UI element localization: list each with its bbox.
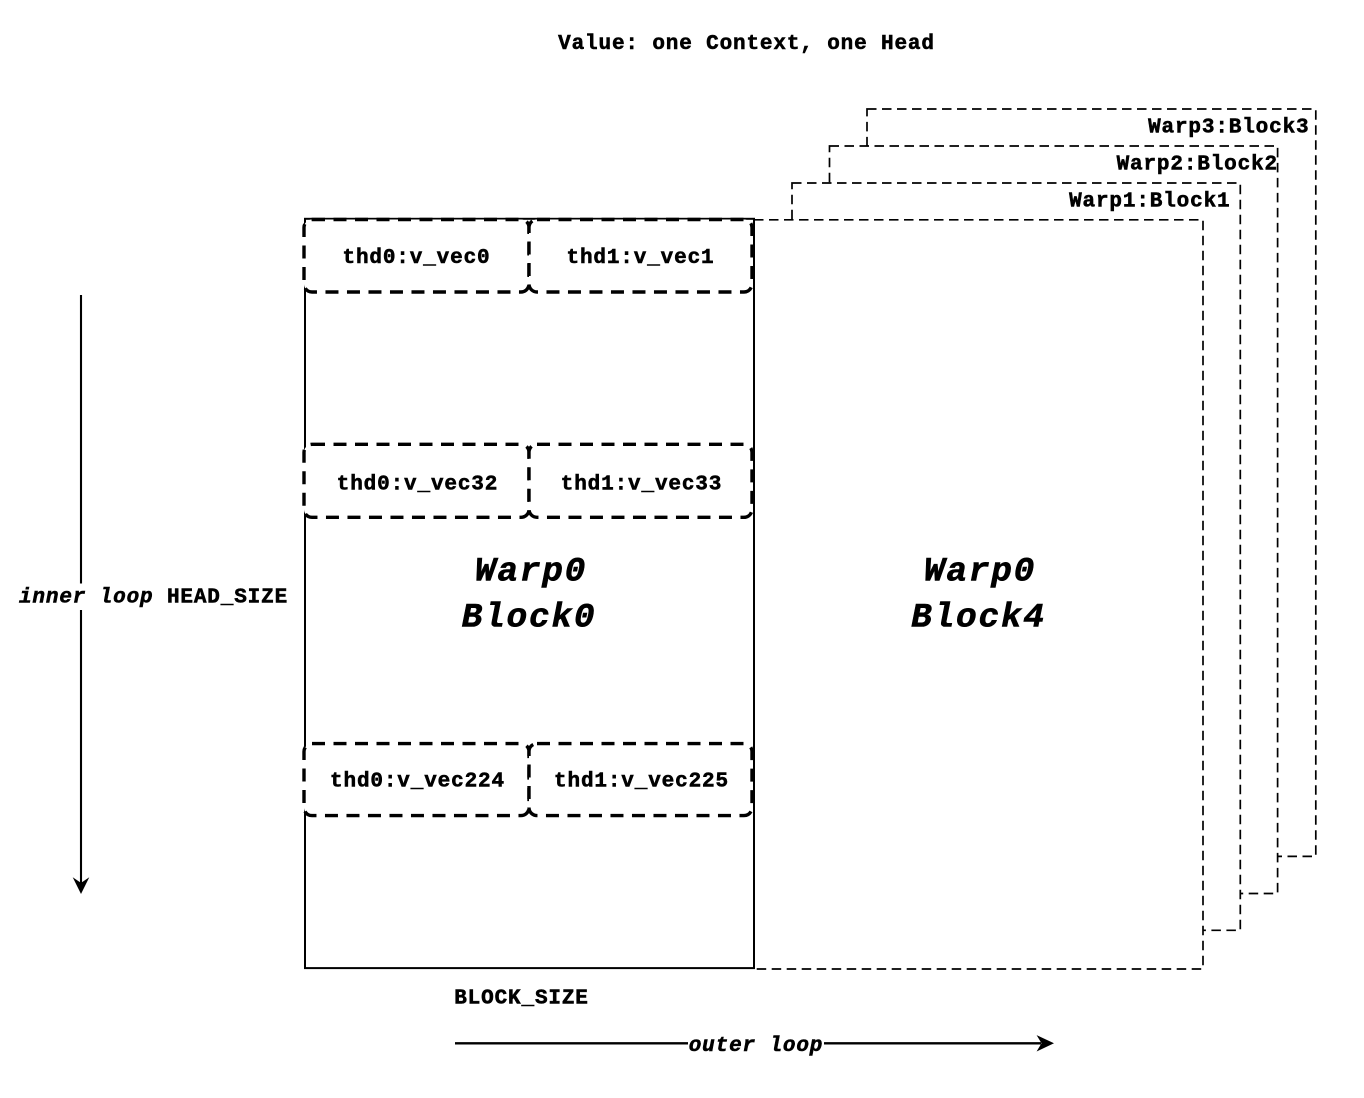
svg-text:Value: one Context, one Head: Value: one Context, one Head	[558, 33, 935, 56]
svg-text:Warp0: Warp0	[924, 553, 1036, 592]
svg-text:thd1:v_vec1: thd1:v_vec1	[567, 247, 715, 270]
svg-text:thd1:v_vec33: thd1:v_vec33	[561, 473, 722, 496]
svg-text:thd0:v_vec224: thd0:v_vec224	[330, 771, 505, 794]
svg-text:Warp0: Warp0	[475, 553, 587, 592]
svg-text:inner loop HEAD_SIZE: inner loop HEAD_SIZE	[19, 586, 288, 609]
svg-text:Warp1:Block1: Warp1:Block1	[1069, 191, 1230, 214]
svg-text:Warp2:Block2: Warp2:Block2	[1117, 154, 1278, 177]
svg-text:Block0: Block0	[462, 598, 597, 637]
svg-text:outer loop: outer loop	[689, 1035, 824, 1058]
svg-text:thd0:v_vec32: thd0:v_vec32	[337, 473, 498, 496]
svg-text:thd0:v_vec0: thd0:v_vec0	[343, 247, 491, 270]
svg-text:thd1:v_vec225: thd1:v_vec225	[554, 771, 729, 794]
svg-text:Warp3:Block3: Warp3:Block3	[1148, 117, 1309, 140]
svg-text:BLOCK_SIZE: BLOCK_SIZE	[454, 988, 589, 1011]
svg-text:Block4: Block4	[911, 598, 1046, 637]
